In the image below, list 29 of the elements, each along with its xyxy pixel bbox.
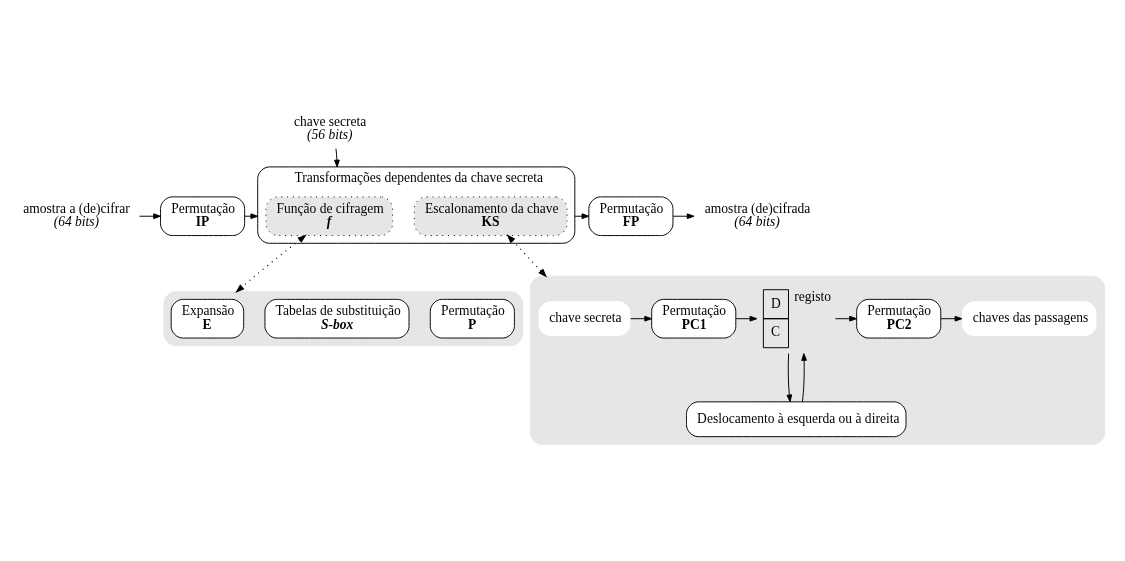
node-text: amostra a (de)cifrar (64 bits) — [23, 200, 130, 229]
node-box: chaves das passagens — [962, 300, 1097, 336]
node-label: registo — [794, 288, 832, 304]
node-box: chave secreta — [538, 300, 631, 336]
arrow — [630, 315, 653, 322]
node-box: Deslocamento à esquerda ou à direita — [686, 400, 907, 437]
arrow — [139, 212, 161, 219]
arrow — [672, 212, 695, 219]
arrow — [786, 352, 793, 402]
arrow — [940, 315, 963, 322]
node-box: Permutação PC1 — [651, 298, 737, 339]
arrow — [235, 234, 307, 293]
arrow — [735, 315, 758, 322]
node-text: amostra (de)cifrada (64 bits) — [704, 200, 811, 229]
node-box: Expansão E — [170, 298, 245, 339]
node-box: Escalonamento da chave KS — [413, 195, 568, 236]
node-box: Função de cifragem f — [265, 195, 394, 236]
node-box: Permutação IP — [160, 195, 246, 236]
arrow — [334, 147, 340, 167]
node-box: Permutação FP — [588, 195, 674, 236]
arrow — [835, 315, 857, 322]
cluster — [529, 275, 1106, 445]
node-box: Permutação PC2 — [856, 298, 942, 339]
node-box: Tabelas de substituição S-box — [264, 298, 410, 339]
node-box: Permutação P — [429, 298, 515, 339]
arrow — [506, 233, 548, 278]
arrow — [801, 352, 807, 402]
node-text: chave secreta (56 bits) — [293, 113, 367, 142]
cluster — [163, 290, 524, 346]
